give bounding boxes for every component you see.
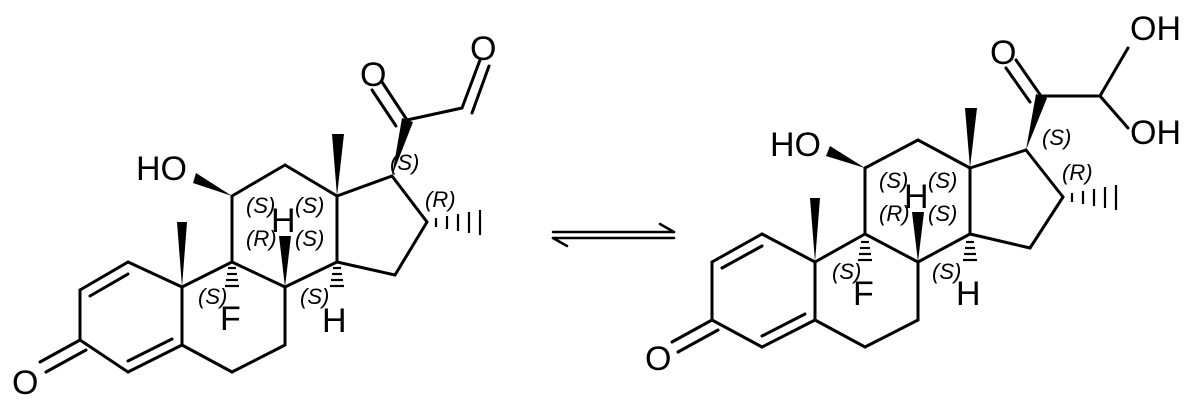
stereo-label-c11: (S) — [246, 193, 275, 218]
stereo-label-c17: (S) — [390, 150, 419, 175]
hashed-bond-c14-h — [330, 266, 344, 288]
stereo-label-c10: (S) — [932, 259, 961, 284]
stereo-label-c16: (R) — [425, 187, 456, 212]
ketone-oxygen-label: O — [360, 56, 386, 94]
stereo-label-c9: (S) — [198, 284, 227, 309]
stereo-label-c14: (S) — [295, 226, 324, 251]
stereo-label-c14: (S) — [928, 201, 957, 226]
stereo-label-c10: (S) — [300, 284, 329, 309]
hashed-bond-c9-f — [858, 240, 872, 262]
hydroxyl-label: HO — [136, 150, 187, 188]
enone-oxygen-label: O — [12, 364, 38, 401]
c14-hydrogen-label: H — [956, 275, 981, 313]
ketone-oxygen-label: O — [990, 34, 1016, 72]
product-molecule: OH OH O HO O F H H (S) (S) (R) (S) (S) (… — [645, 10, 1181, 378]
aldehyde-oxygen-label: O — [470, 30, 496, 68]
stereo-label-c13: (S) — [295, 193, 324, 218]
c14-hydrogen-label: H — [322, 302, 347, 340]
stereo-label-c17: (S) — [1042, 125, 1071, 150]
hashed-bond-c16-methyl — [434, 210, 482, 235]
stereo-label-c11: (S) — [879, 168, 908, 193]
hashed-bond-c14-h — [963, 240, 977, 262]
hashed-bond-c9-f — [225, 266, 239, 288]
stereo-label-c16: (R) — [1062, 160, 1093, 185]
equilibrium-arrows-icon — [551, 222, 676, 248]
fluorine-label: F — [853, 275, 874, 313]
stereo-label-c9: (S) — [832, 259, 861, 284]
hydroxyl-label: HO — [770, 126, 821, 164]
c8-hydrogen-label: H — [271, 202, 296, 240]
hydroxyl-bottom-label: OH — [1130, 114, 1181, 152]
reactant-molecule: HO O O O F H H (S) (S) (R) (S) (S) (S) (… — [12, 30, 496, 401]
c8-hydrogen-label: H — [904, 178, 929, 216]
stereo-label-c8: (R) — [246, 226, 277, 251]
stereo-label-c8: (R) — [879, 201, 910, 226]
fluorine-label: F — [220, 300, 241, 338]
enone-oxygen-label: O — [645, 340, 671, 378]
hashed-bond-c16-methyl — [1070, 185, 1118, 210]
hydroxyl-top-label: OH — [1130, 10, 1181, 48]
stereo-label-c13: (S) — [928, 168, 957, 193]
